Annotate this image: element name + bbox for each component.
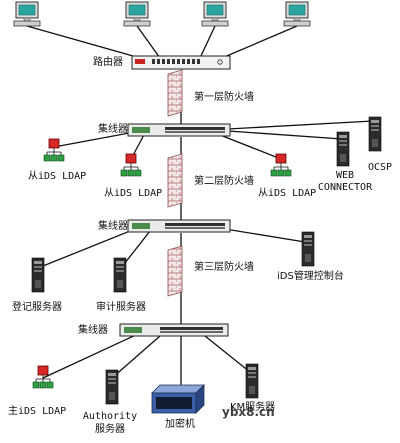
ocsp-server — [368, 116, 382, 152]
hub-2-device — [127, 219, 231, 233]
reg-server-node — [31, 257, 45, 293]
firewall-1-label: 第一层防火墙 — [194, 92, 254, 103]
web-connector-label-2: CONNECTOR — [317, 182, 373, 193]
reg-server-label: 登记服务器 — [12, 302, 62, 313]
router-device — [131, 55, 231, 70]
slave-ldap-3 — [270, 153, 292, 177]
master-ldap-label: 主iDS LDAP — [8, 406, 67, 417]
firewall-3-label: 第三层防火墙 — [194, 262, 254, 273]
hub-3-device — [119, 323, 229, 337]
audit-server-label: 审计服务器 — [96, 302, 146, 313]
web-connector-server — [336, 131, 350, 167]
watermark-text: ybx8.cn — [222, 405, 275, 419]
encryptor-label: 加密机 — [165, 419, 195, 430]
master-ldap-node — [32, 365, 54, 389]
slave-ldap-1-label: 从iDS LDAP — [28, 171, 87, 182]
ocsp-label: OCSP — [368, 162, 393, 173]
km-server-node — [245, 363, 259, 399]
hub-2-label: 集线器 — [98, 221, 128, 232]
slave-ldap-2-label: 从iDS LDAP — [104, 188, 163, 199]
web-connector-label-1: WEB — [335, 170, 355, 181]
firewall-2-shape — [167, 153, 183, 208]
firewall-3-shape — [167, 245, 183, 297]
ids-console-label: iDS管理控制台 — [277, 271, 344, 282]
authority-label-2: 服务器 — [95, 424, 125, 435]
audit-server-node — [113, 257, 127, 293]
hub-3-label: 集线器 — [78, 325, 108, 336]
slave-ldap-3-label: 从iDS LDAP — [258, 188, 317, 199]
firewall-1-shape — [167, 69, 183, 117]
encryptor-device — [151, 384, 205, 414]
authority-server-node — [105, 369, 119, 405]
km-server-label: KM服务器 — [230, 402, 276, 413]
authority-label-1: Authority — [82, 411, 138, 422]
slave-ldap-2 — [120, 153, 142, 177]
client-pc-3 — [201, 1, 229, 27]
firewall-2-label: 第二层防火墙 — [194, 176, 254, 187]
ids-console-server — [301, 231, 315, 267]
hub-1-label: 集线器 — [98, 124, 128, 135]
client-pc-4 — [283, 1, 311, 27]
hub-1-device — [127, 123, 231, 137]
router-label: 路由器 — [93, 57, 123, 68]
client-pc-2 — [123, 1, 151, 27]
slave-ldap-1 — [43, 138, 65, 162]
client-pc-1 — [13, 1, 41, 27]
